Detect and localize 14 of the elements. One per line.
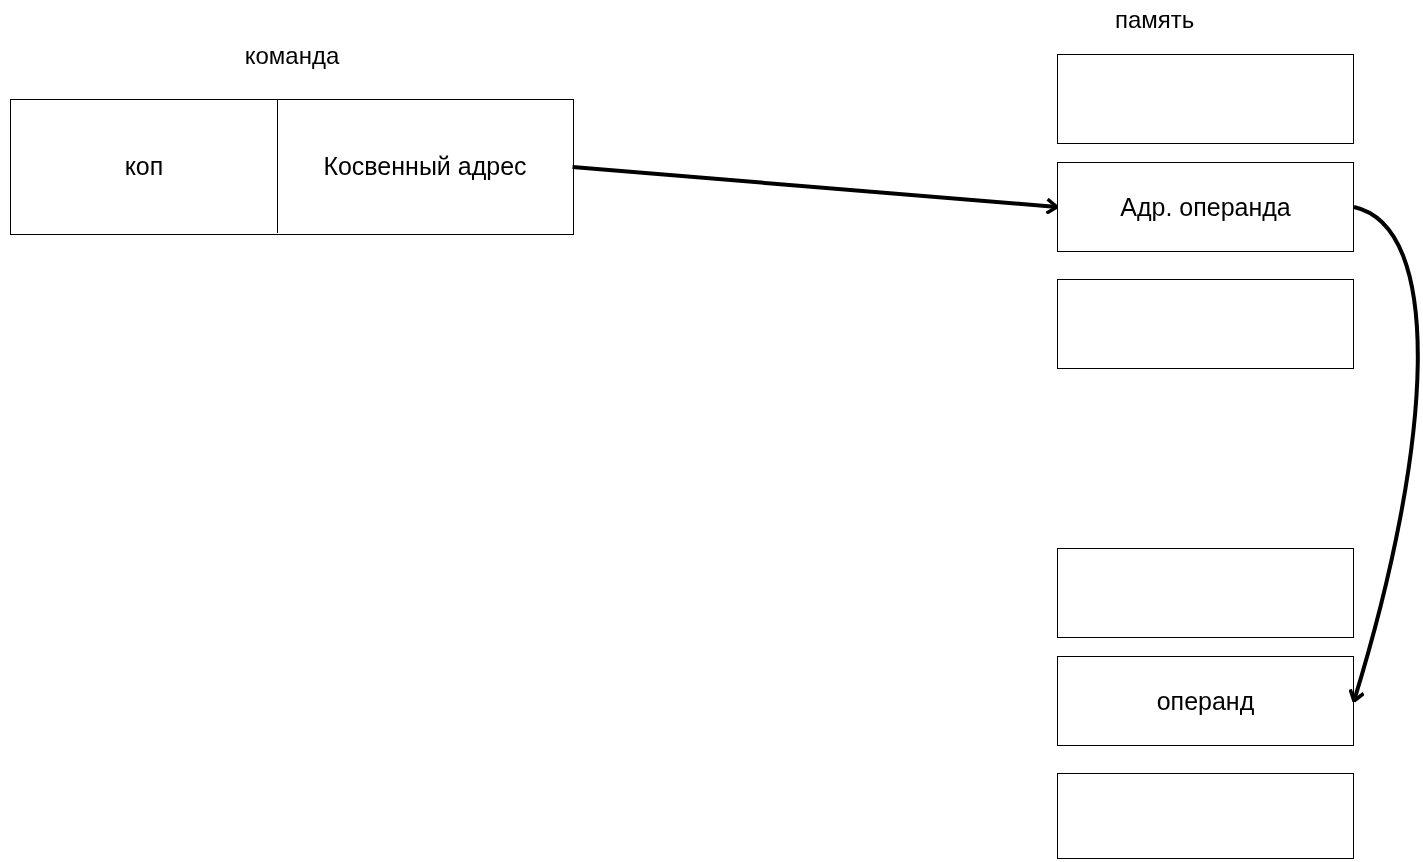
memory-cell (1057, 548, 1354, 638)
heading: память (1115, 6, 1195, 34)
arrow (1348, 205, 1420, 703)
memory-cell (1057, 54, 1354, 144)
memory-cell (1057, 773, 1354, 859)
cell-text: коп (124, 152, 164, 181)
arrow (572, 165, 1059, 215)
memory-cell (1057, 656, 1354, 746)
memory-cell (1057, 162, 1354, 252)
cell-text: операнд (1156, 686, 1255, 716)
cell-text: Косвенный адрес (323, 152, 527, 181)
heading: команда (244, 42, 340, 70)
memory-cell (1057, 279, 1354, 369)
cell-text: Адр. операнда (1120, 192, 1291, 222)
